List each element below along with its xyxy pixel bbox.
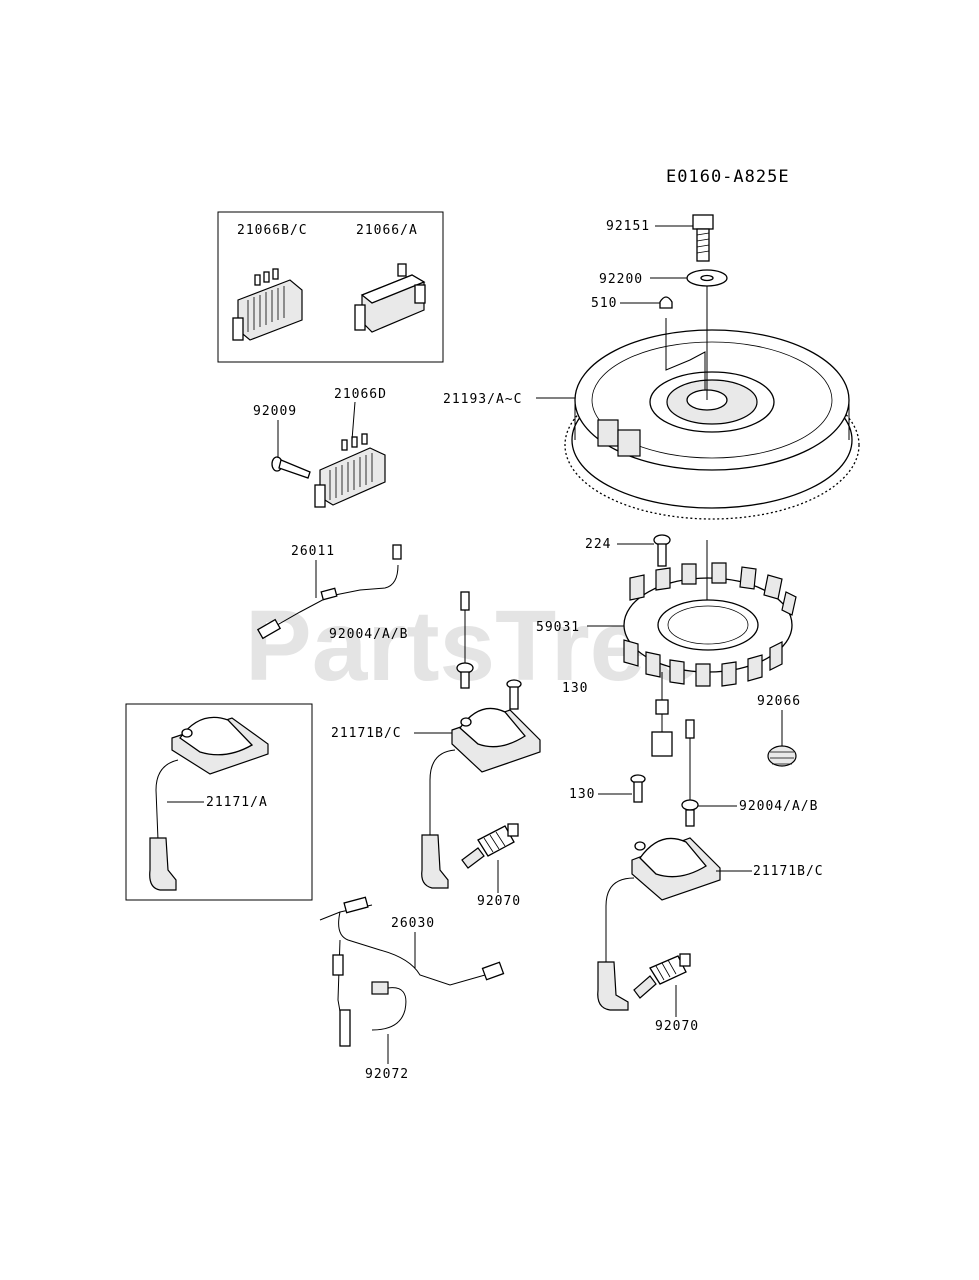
- label-224: 224: [585, 537, 611, 552]
- wire-92072[interactable]: [371, 981, 407, 1031]
- label-510: 510: [591, 296, 617, 311]
- coil-option-box: [125, 703, 313, 901]
- label-92072: 92072: [365, 1067, 409, 1082]
- label-92066: 92066: [757, 694, 801, 709]
- label-21193: 21193/A~C: [443, 392, 522, 407]
- stud-92004-right[interactable]: [681, 719, 699, 827]
- label-59031: 59031: [536, 620, 580, 635]
- label-21171a: 21171/A: [206, 795, 268, 810]
- key-510[interactable]: [659, 296, 673, 309]
- label-26030: 26030: [391, 916, 435, 931]
- cap-92066[interactable]: [767, 745, 797, 767]
- spark-plug-92070-left[interactable]: [461, 823, 519, 869]
- diagram-code: E0160-A825E: [666, 167, 790, 187]
- ignition-coil-21171a[interactable]: [149, 716, 269, 891]
- label-92004-left: 92004/A/B: [329, 627, 408, 642]
- stud-92004-left[interactable]: [456, 591, 474, 689]
- regulator-options-box: [217, 211, 444, 363]
- label-92200: 92200: [599, 272, 643, 287]
- lead-wire-26011[interactable]: [256, 544, 402, 640]
- bolt-130-right[interactable]: [630, 774, 646, 803]
- spark-plug-92070-right[interactable]: [633, 953, 691, 999]
- ignition-coil-21171bc-left[interactable]: [421, 707, 541, 889]
- label-21171bc-left: 21171B/C: [331, 726, 402, 741]
- label-21066a: 21066/A: [356, 223, 418, 238]
- bolt-92151[interactable]: [692, 214, 714, 262]
- regulator-21066a[interactable]: [354, 263, 426, 333]
- label-21066d: 21066D: [334, 387, 387, 402]
- label-92070-right: 92070: [655, 1019, 699, 1034]
- regulator-21066d[interactable]: [314, 433, 386, 508]
- label-26011: 26011: [291, 544, 335, 559]
- label-21066bc: 21066B/C: [237, 223, 308, 238]
- label-130-top: 130: [562, 681, 588, 696]
- stator-connector[interactable]: [651, 672, 673, 757]
- label-92151: 92151: [606, 219, 650, 234]
- bolt-224[interactable]: [653, 534, 671, 567]
- bolt-130-left[interactable]: [506, 679, 522, 710]
- washer-92200[interactable]: [686, 269, 728, 287]
- harness-26030[interactable]: [319, 896, 505, 1047]
- stator-59031[interactable]: [623, 562, 797, 687]
- regulator-21066bc[interactable]: [232, 268, 303, 341]
- label-92070-left: 92070: [477, 894, 521, 909]
- label-92004-right: 92004/A/B: [739, 799, 818, 814]
- label-21171bc-right: 21171B/C: [753, 864, 824, 879]
- label-92009: 92009: [253, 404, 297, 419]
- screw-92009[interactable]: [271, 456, 311, 479]
- label-130-bottom: 130: [569, 787, 595, 802]
- flywheel-21193[interactable]: [564, 329, 860, 520]
- ignition-coil-21171bc-right[interactable]: [597, 837, 721, 1011]
